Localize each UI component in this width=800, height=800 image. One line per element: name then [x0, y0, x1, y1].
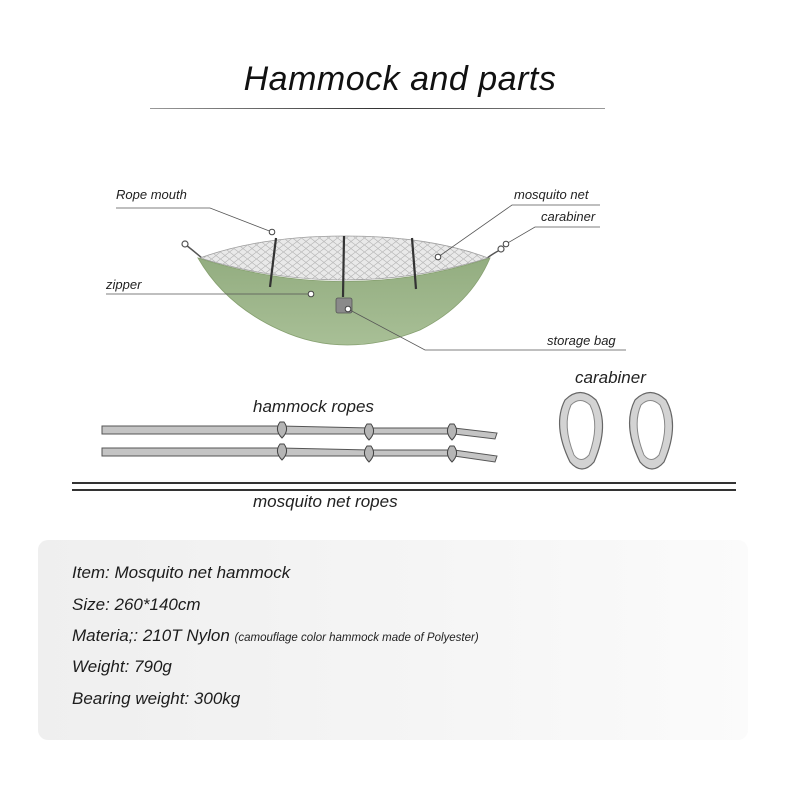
spec-material-main: Materia;: 210T Nylon	[72, 626, 230, 645]
right-carabiner-loop	[497, 245, 505, 253]
label-mosquito-net-ropes: mosquito net ropes	[253, 492, 398, 511]
knot	[446, 423, 458, 441]
mosquito-net-marker	[434, 253, 442, 261]
carabiner-right	[628, 391, 674, 470]
rope-mouth-leader	[116, 207, 273, 233]
carabiner-leader	[505, 226, 600, 245]
label-rope-mouth: Rope mouth	[116, 187, 187, 202]
knot	[276, 443, 288, 461]
spec-card	[38, 540, 748, 740]
label-mosquito-net: mosquito net	[514, 187, 589, 202]
label-carabiner-large: carabiner	[575, 368, 646, 387]
page-title: Hammock and parts	[243, 60, 557, 98]
carabiner-marker	[502, 240, 510, 248]
label-zipper: zipper	[106, 277, 142, 292]
mosquito-net-leader	[437, 204, 600, 258]
spec-weight: Weight: 790g	[72, 657, 172, 676]
hammock-diagram	[72, 204, 736, 491]
spec-material: Materia;: 210T Nylon (camouflage color h…	[72, 626, 479, 646]
storage-bag-marker	[344, 305, 352, 313]
knot	[363, 445, 375, 463]
label-storage-bag: storage bag	[547, 333, 616, 348]
carabiner-left	[558, 391, 604, 470]
knot	[363, 423, 375, 441]
label-hammock-ropes: hammock ropes	[253, 397, 374, 416]
storage-bag-leader	[347, 308, 626, 351]
spec-bearing-weight: Bearing weight: 300kg	[72, 689, 241, 708]
net-rod-right	[410, 237, 418, 290]
hammock-rope-1	[101, 421, 498, 441]
rope-mouth-marker	[268, 228, 276, 236]
left-carabiner-loop	[181, 240, 189, 248]
left-end-cord	[185, 244, 204, 260]
title-divider	[150, 108, 605, 109]
net-rod-center	[341, 235, 346, 298]
hammock-rope-2	[101, 443, 498, 463]
knot	[446, 445, 458, 463]
spec-size: Size: 260*140cm	[72, 595, 201, 614]
net-rod-left	[268, 237, 278, 288]
knot	[276, 421, 288, 439]
spec-item: Item: Mosquito net hammock	[72, 563, 291, 582]
zipper-marker	[307, 290, 315, 298]
label-carabiner-small: carabiner	[541, 209, 596, 224]
spec-material-note: (camouflage color hammock made of Polyes…	[234, 632, 479, 644]
